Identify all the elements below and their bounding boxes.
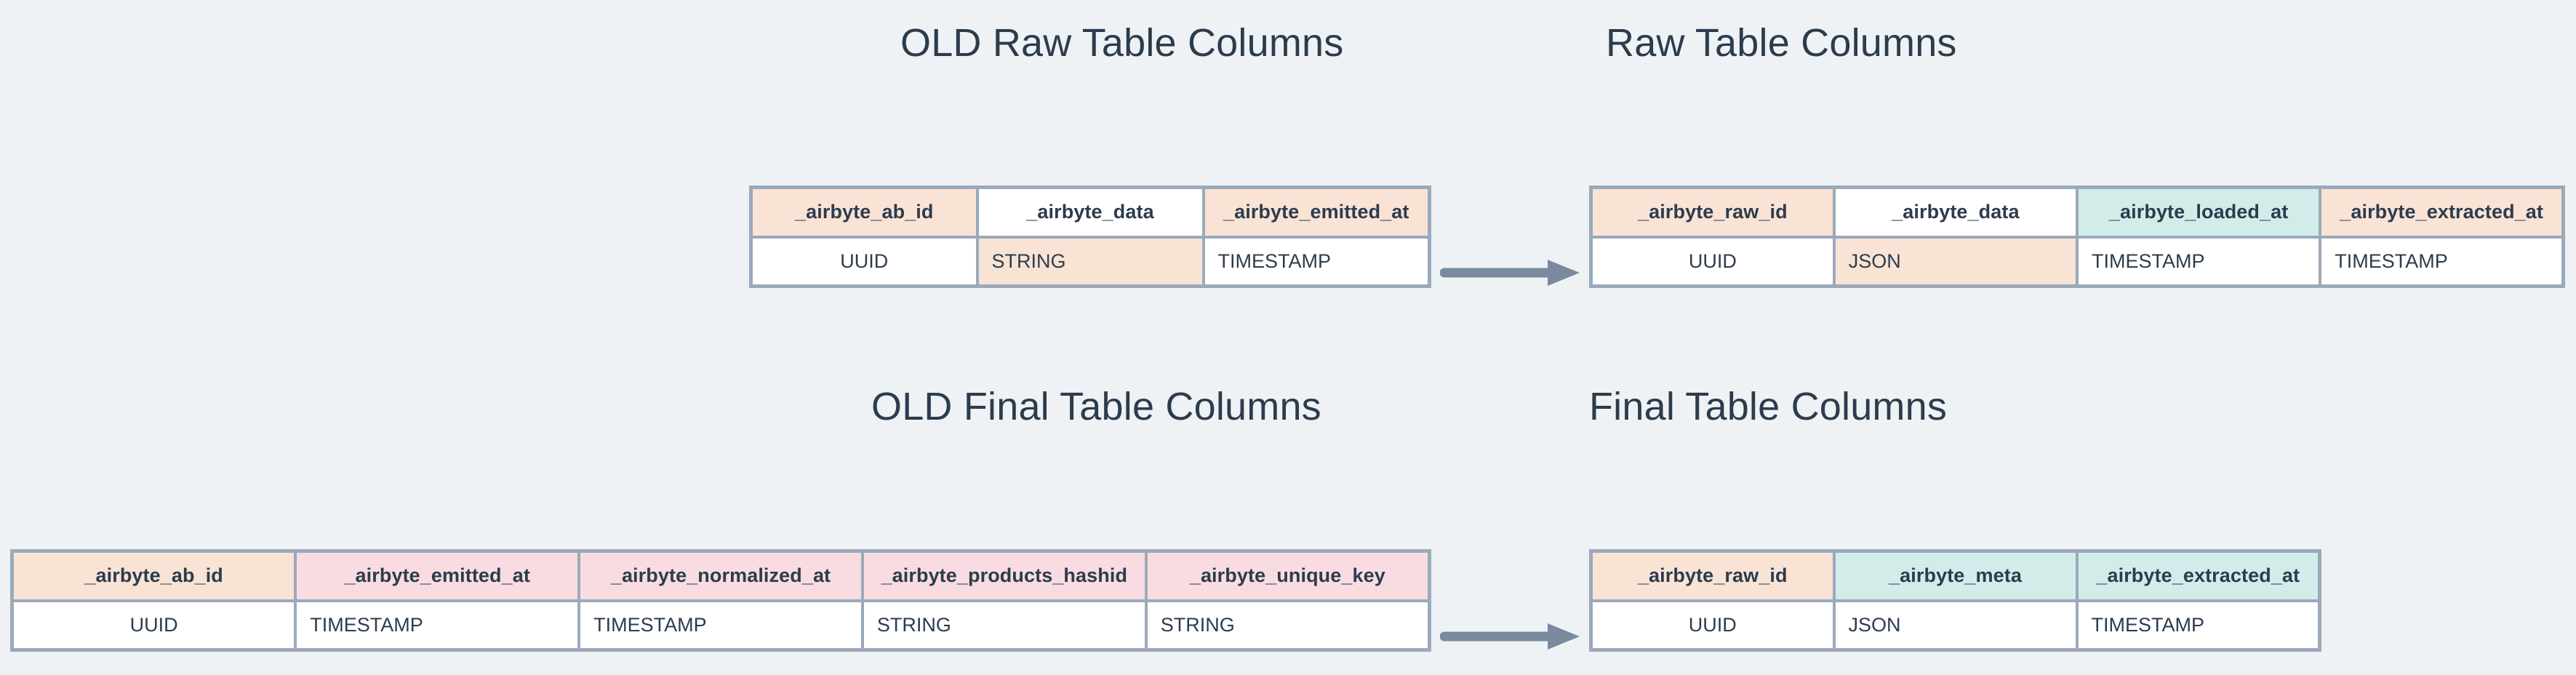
column-header-cell: _airbyte_unique_key — [1144, 549, 1431, 602]
column-header-cell: _airbyte_meta — [1832, 549, 2079, 602]
table-header-row: _airbyte_raw_id_airbyte_data_airbyte_loa… — [1589, 185, 2565, 239]
column-type-cell: JSON — [1832, 235, 2079, 288]
table-old-raw-columns: _airbyte_ab_id_airbyte_data_airbyte_emit… — [749, 185, 1431, 288]
column-type-cell: TIMESTAMP — [294, 599, 581, 652]
column-type-cell: STRING — [860, 599, 1148, 652]
column-type-cell: JSON — [1832, 599, 2079, 652]
column-header-cell: _airbyte_extracted_at — [2075, 549, 2321, 602]
page-title-old-raw-table: OLD Raw Table Columns — [900, 21, 1344, 65]
column-header-cell: _airbyte_raw_id — [1589, 185, 1836, 239]
column-type-cell: STRING — [1144, 599, 1431, 652]
column-type-cell: STRING — [975, 235, 1205, 288]
table-header-row: _airbyte_ab_id_airbyte_emitted_at_airbyt… — [10, 549, 1431, 602]
table-final-columns: _airbyte_raw_id_airbyte_meta_airbyte_ext… — [1589, 549, 2321, 652]
column-header-cell: _airbyte_emitted_at — [1201, 185, 1431, 239]
table-header-row: _airbyte_ab_id_airbyte_data_airbyte_emit… — [749, 185, 1431, 239]
table-old-final-columns: _airbyte_ab_id_airbyte_emitted_at_airbyt… — [10, 549, 1431, 652]
arrow-right-icon — [1439, 258, 1585, 287]
column-type-cell: UUID — [749, 235, 979, 288]
column-header-cell: _airbyte_normalized_at — [577, 549, 864, 602]
column-header-cell: _airbyte_emitted_at — [294, 549, 581, 602]
column-header-cell: _airbyte_data — [1832, 185, 2079, 239]
column-header-cell: _airbyte_data — [975, 185, 1205, 239]
column-header-cell: _airbyte_extracted_at — [2319, 185, 2565, 239]
column-header-cell: _airbyte_products_hashid — [860, 549, 1148, 602]
column-type-cell: UUID — [1589, 599, 1836, 652]
column-header-cell: _airbyte_raw_id — [1589, 549, 1836, 602]
column-header-cell: _airbyte_ab_id — [749, 185, 979, 239]
column-type-cell: TIMESTAMP — [2319, 235, 2565, 288]
column-type-cell: UUID — [1589, 235, 1836, 288]
column-type-cell: TIMESTAMP — [2075, 235, 2322, 288]
column-type-cell: TIMESTAMP — [2075, 599, 2321, 652]
table-raw-columns: _airbyte_raw_id_airbyte_data_airbyte_loa… — [1589, 185, 2565, 288]
column-header-cell: _airbyte_loaded_at — [2075, 185, 2322, 239]
column-type-cell: UUID — [10, 599, 297, 652]
page-title-final-table: Final Table Columns — [1589, 385, 1948, 428]
column-type-cell: TIMESTAMP — [1201, 235, 1431, 288]
page-title-old-final-table: OLD Final Table Columns — [871, 385, 1321, 428]
page-title-raw-table: Raw Table Columns — [1606, 21, 1957, 65]
column-type-cell: TIMESTAMP — [577, 599, 864, 652]
arrow-right-icon — [1439, 622, 1585, 651]
table-header-row: _airbyte_raw_id_airbyte_meta_airbyte_ext… — [1589, 549, 2321, 602]
column-header-cell: _airbyte_ab_id — [10, 549, 297, 602]
